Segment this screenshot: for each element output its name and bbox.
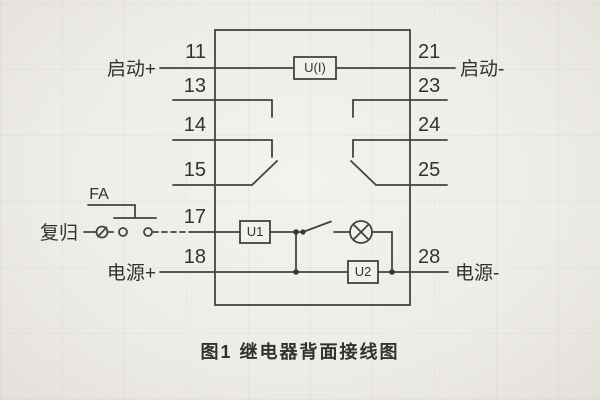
u2-label: U2 bbox=[355, 264, 372, 279]
lamp-cross-2 bbox=[352, 223, 370, 241]
terminal-label: 21 bbox=[418, 41, 440, 63]
terminal-label: 24 bbox=[418, 114, 440, 136]
junction-dot bbox=[293, 229, 299, 235]
internal-switch-blade bbox=[302, 220, 332, 233]
contact-25-blade bbox=[350, 160, 377, 186]
ui-element-label: U(I) bbox=[304, 60, 326, 75]
power-plus-label: 电源+ bbox=[107, 262, 156, 284]
terminal-label: 13 bbox=[184, 75, 206, 97]
terminal-label: 15 bbox=[184, 159, 206, 181]
start-plus-label: 启动+ bbox=[107, 58, 156, 80]
terminal-label: 25 bbox=[418, 159, 440, 181]
power-minus-label: 电源- bbox=[455, 262, 499, 284]
junction-dot bbox=[389, 269, 395, 275]
u1-label: U1 bbox=[247, 224, 264, 239]
pushbutton-contact-right bbox=[143, 227, 153, 237]
ui-element-box bbox=[293, 56, 337, 80]
figure-caption: 图1 继电器背面接线图 bbox=[200, 341, 399, 362]
junction-dot bbox=[293, 269, 299, 275]
terminal-label: 23 bbox=[418, 75, 440, 97]
terminal-label: 18 bbox=[184, 246, 206, 268]
fa-button-label: FA bbox=[89, 186, 109, 203]
terminal-label: 17 bbox=[184, 206, 206, 228]
start-minus-label: 启动- bbox=[460, 58, 504, 80]
terminal-label: 11 bbox=[185, 41, 206, 63]
contact-15-blade bbox=[251, 160, 278, 186]
reset-label: 复归 bbox=[40, 222, 78, 244]
relay-outline bbox=[214, 29, 411, 306]
junction-dot bbox=[300, 229, 306, 235]
pushbutton-contact-left bbox=[118, 227, 128, 237]
terminal-label: 14 bbox=[184, 114, 206, 136]
reset-terminal-slash bbox=[97, 226, 108, 238]
terminal-label: 28 bbox=[418, 246, 440, 268]
